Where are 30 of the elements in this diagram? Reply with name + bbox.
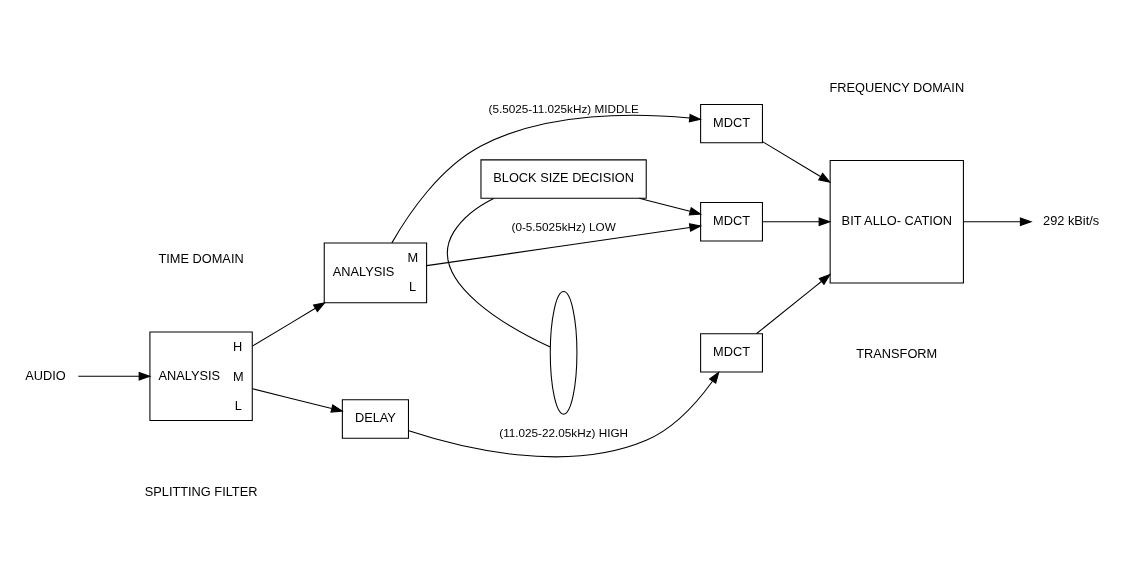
node-box: MDCT	[700, 103, 763, 144]
node-ellipse	[549, 291, 578, 415]
label: FREQUENCY DOMAIN	[829, 79, 965, 95]
label: SPLITTING FILTER	[144, 483, 258, 499]
node-box: DELAY	[341, 399, 409, 439]
node-box: MDCT	[700, 202, 763, 242]
arrow	[77, 371, 152, 381]
node-text: AUDIO	[25, 367, 66, 383]
node-box: MDCT	[700, 333, 763, 373]
arrow	[761, 141, 832, 183]
arrow	[391, 113, 702, 244]
connector	[447, 197, 551, 348]
edge-label: (0-5.5025kHz) LOW	[511, 220, 616, 234]
arrow	[251, 301, 326, 347]
node-box: ANALYSIS M L	[323, 242, 428, 304]
node-box: BLOCK SIZE DECISION	[480, 159, 647, 199]
node-box: BIT ALLO- CATION	[829, 159, 964, 284]
arrow	[426, 223, 703, 267]
node-text: 292 kBit/s	[1043, 213, 1100, 229]
edge-label: (5.5025-11.025kHz) MIDDLE	[488, 101, 639, 115]
label: TRANSFORM	[856, 346, 938, 362]
label: TIME DOMAIN	[158, 251, 244, 267]
arrow	[962, 217, 1033, 227]
arrow	[761, 217, 832, 227]
edge-label: (11.025-22.05kHz) HIGH	[499, 425, 628, 439]
arrow	[408, 370, 720, 458]
arrow	[638, 197, 703, 216]
arrow	[251, 388, 344, 413]
arrow	[756, 273, 832, 335]
node-box: ANALYSIS H M L	[149, 331, 253, 422]
